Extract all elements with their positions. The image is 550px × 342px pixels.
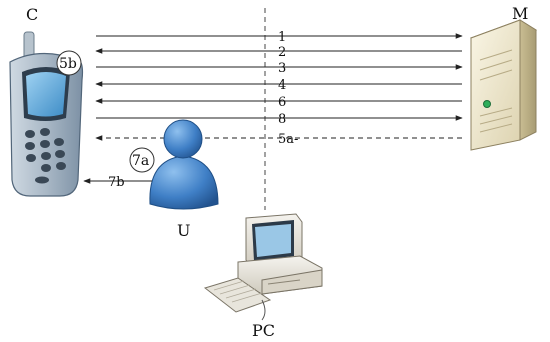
callout-5b-label: 5b <box>59 56 77 72</box>
mobile-phone-icon <box>9 31 84 197</box>
callout-5b-circle <box>56 50 82 76</box>
arrow-label-0: 1 <box>278 30 286 45</box>
arrow-label-6: 5a- <box>278 132 298 147</box>
server-label: M <box>512 4 528 23</box>
arrow-label-3: 4 <box>278 78 286 93</box>
arrow-7b-label: 7b <box>108 175 125 190</box>
callout-7a-circle <box>129 147 155 173</box>
phone-label: C <box>26 5 38 24</box>
user-label: U <box>177 221 190 240</box>
message-arrows: 123 4 6 8 5a- <box>95 30 463 147</box>
callout-7a-label: 7a <box>132 153 149 169</box>
arrow-label-2: 3 <box>278 61 286 76</box>
arrow-label-1: 2 <box>278 45 286 60</box>
arrow-label-4: 6 <box>278 95 286 110</box>
pc-label: PC <box>252 321 275 340</box>
pc-icon <box>203 213 323 321</box>
user-icon <box>149 119 219 210</box>
server-icon <box>469 19 538 151</box>
arrow-label-5: 8 <box>278 112 286 127</box>
